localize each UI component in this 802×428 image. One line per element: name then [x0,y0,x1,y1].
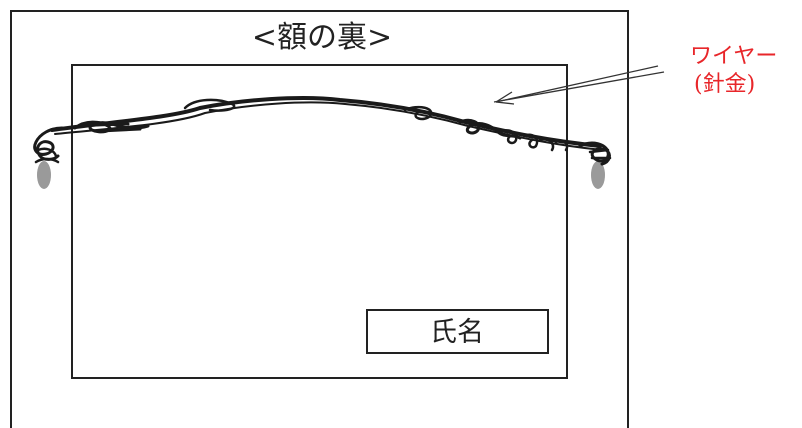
right-hook [591,161,605,189]
name-plate-label: 氏名 [430,317,484,348]
wire-label-sub: (針金) [694,72,755,97]
left-hook [37,161,51,189]
name-plate [366,309,549,354]
diagram-title: <額の裏> [252,20,392,55]
wire [33,96,612,166]
annotation-arrow [493,65,665,105]
wire-label: ワイヤー [690,44,777,69]
